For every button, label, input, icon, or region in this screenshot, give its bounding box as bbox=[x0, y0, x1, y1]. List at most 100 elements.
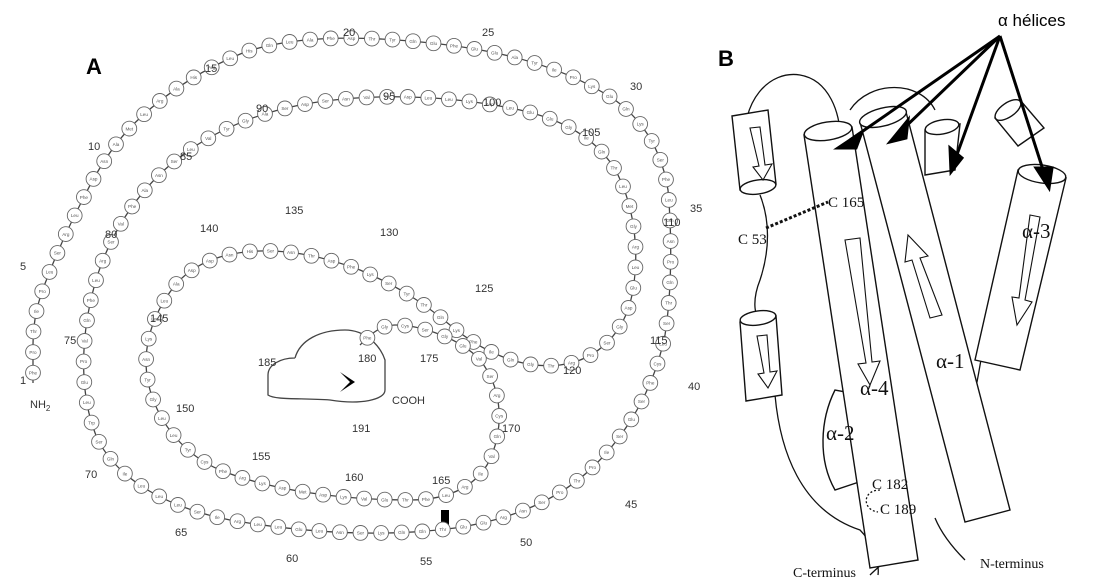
residue-label: Lys bbox=[367, 272, 375, 277]
residue-label: Cys bbox=[201, 460, 210, 465]
disulfide-bond-top bbox=[340, 372, 355, 392]
residue: Asp bbox=[298, 97, 313, 112]
residue: Phe bbox=[419, 492, 434, 507]
residue: Asp bbox=[275, 481, 290, 496]
residue-label: Ser bbox=[281, 106, 289, 111]
residue-label: Glu bbox=[81, 380, 89, 385]
residue-label: Glu bbox=[430, 41, 438, 46]
residue: Ile bbox=[599, 445, 614, 460]
residue: Tyr bbox=[527, 56, 542, 71]
residue: Pro bbox=[566, 70, 581, 85]
residue-label: Val bbox=[361, 496, 367, 501]
residue-label: Asn bbox=[519, 508, 527, 513]
residue: Ser bbox=[659, 316, 674, 331]
helix-small-bottom-left bbox=[739, 309, 782, 401]
alpha-1-label: α-1 bbox=[936, 349, 965, 373]
residue-label: Ile bbox=[34, 309, 39, 314]
residue: Pro bbox=[585, 460, 600, 475]
residue-label: Thr bbox=[548, 363, 555, 368]
residue: Gly bbox=[146, 392, 161, 407]
residue-label: Ser bbox=[357, 531, 365, 536]
residue-label: Leu bbox=[137, 484, 145, 489]
residue: Cys bbox=[492, 409, 507, 424]
residue-label: Val bbox=[118, 222, 124, 227]
residue-number-165: 165 bbox=[432, 475, 450, 487]
residue-label: Leu bbox=[442, 493, 450, 498]
residue: His bbox=[243, 244, 258, 259]
residue-label: Thr bbox=[611, 166, 618, 171]
residue: Tyr bbox=[219, 121, 234, 136]
n-terminus-label: N-terminus bbox=[980, 557, 1044, 572]
residue: Ser bbox=[381, 276, 396, 291]
residue-label: Gln bbox=[622, 107, 630, 112]
residue: Leu bbox=[312, 524, 327, 539]
residue-number-175: 175 bbox=[420, 353, 438, 365]
residue-label: Glu bbox=[491, 51, 499, 56]
residue: Asn bbox=[339, 91, 354, 106]
residue-label: Leu bbox=[170, 433, 178, 438]
residue: Ile bbox=[547, 62, 562, 77]
residue-label: Phe bbox=[363, 336, 372, 341]
residue-number-85: 85 bbox=[180, 151, 192, 163]
residue: Leu bbox=[171, 498, 186, 513]
residue-label: Phe bbox=[347, 265, 356, 270]
residue: Glu bbox=[626, 281, 641, 296]
residue: Ala bbox=[303, 32, 318, 47]
residue-label: Thr bbox=[665, 301, 672, 306]
residue: Ser bbox=[612, 429, 627, 444]
residue-number-180: 180 bbox=[358, 353, 376, 365]
residue: Ser bbox=[353, 526, 368, 541]
residue: Phe bbox=[26, 365, 41, 380]
residue: Val bbox=[472, 351, 487, 366]
residue-label: Tyr bbox=[223, 127, 230, 132]
residue: Leu bbox=[421, 90, 436, 105]
residue-label: Asn bbox=[155, 173, 163, 178]
residue-label: Gln bbox=[419, 529, 427, 534]
residue: Val bbox=[77, 334, 92, 349]
residue: Phe bbox=[323, 31, 338, 46]
residue-label: Asn bbox=[287, 250, 295, 255]
residue: Ile bbox=[210, 510, 225, 525]
residue-number-labels: 1 5 10 15 20 25 30 35 40 45 50 55 60 65 … bbox=[20, 27, 702, 568]
residue-label: Ser bbox=[487, 374, 495, 379]
residue: Pro bbox=[663, 254, 678, 269]
alpha-4-label: α-4 bbox=[860, 376, 889, 400]
residue-label: Leu bbox=[160, 298, 168, 303]
residue-label: Asn bbox=[142, 357, 150, 362]
residue: Arg bbox=[628, 239, 643, 254]
residue: Asn bbox=[333, 525, 348, 540]
residue-label: Phe bbox=[128, 204, 137, 209]
residue-label: Tyr bbox=[404, 291, 411, 296]
residue: Gln bbox=[415, 524, 430, 539]
residue: Thr bbox=[26, 324, 41, 339]
residue: Leu bbox=[42, 265, 57, 280]
residue-label: Ser bbox=[657, 158, 665, 163]
residue-label: Leu bbox=[619, 184, 627, 189]
residue-label: Ile bbox=[552, 67, 557, 72]
residue-label: Ala bbox=[173, 86, 180, 91]
residue: Tyr bbox=[644, 134, 659, 149]
residue-label: Thr bbox=[573, 479, 580, 484]
residue: Leu bbox=[439, 488, 454, 503]
residue-label: Arg bbox=[500, 515, 508, 520]
sequence-backbone bbox=[33, 38, 671, 533]
residue: Glu bbox=[487, 45, 502, 60]
residue-number-155: 155 bbox=[252, 451, 270, 463]
residue-label: Gln bbox=[598, 149, 606, 154]
residue-label: Lys bbox=[466, 99, 474, 104]
residue-label: Glu bbox=[606, 94, 614, 99]
residue: Glu bbox=[602, 89, 617, 104]
residue-label: Cys bbox=[654, 361, 663, 366]
residue: Leu bbox=[166, 428, 181, 443]
residue: Phe bbox=[344, 259, 359, 274]
residue: Asn bbox=[284, 245, 299, 260]
residue-label: Pro bbox=[29, 350, 37, 355]
residue: Tyr bbox=[140, 372, 155, 387]
residue-number-5: 5 bbox=[20, 261, 26, 273]
residue-number-1: 1 bbox=[20, 375, 26, 387]
residue: Arg bbox=[490, 388, 505, 403]
residue-label: Leu bbox=[71, 213, 79, 218]
residue: Pro bbox=[26, 345, 41, 360]
residue: Ala bbox=[169, 81, 184, 96]
residue: Leu bbox=[157, 293, 172, 308]
